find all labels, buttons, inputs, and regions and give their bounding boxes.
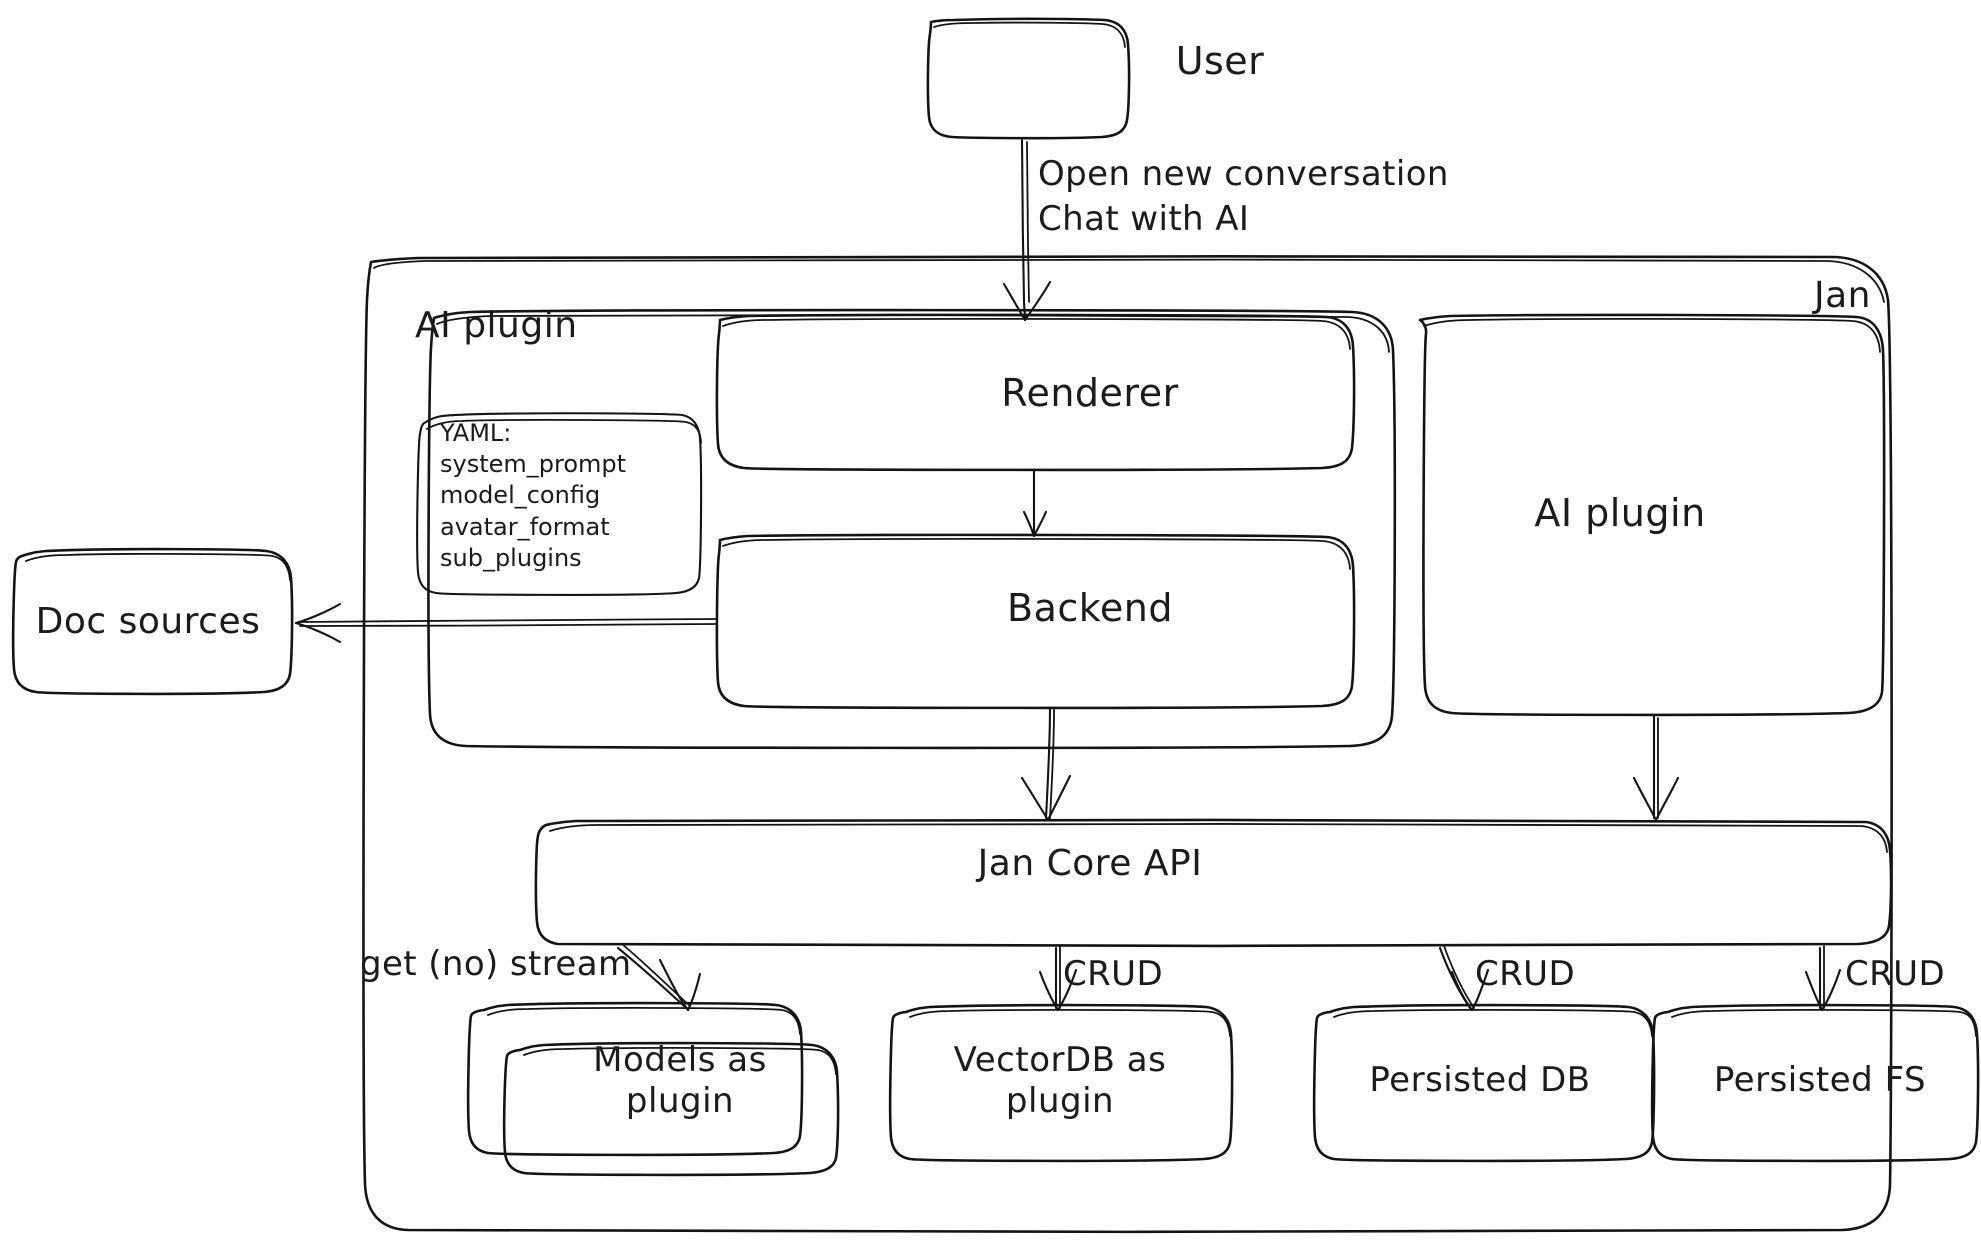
node-renderer[interactable] — [718, 315, 1355, 471]
node-vectordb-shape — [888, 1003, 1234, 1163]
edge-core-to-persisted-fs — [1804, 945, 1842, 1012]
edge-user-to-renderer — [1002, 138, 1052, 322]
node-ai-plugin-right-shape — [1418, 313, 1886, 717]
node-persisted-fs-shape — [1650, 1003, 1980, 1163]
node-doc-sources-shape — [11, 547, 294, 696]
edge-backend-to-doc-sources — [294, 602, 717, 644]
edge-core-to-models — [616, 943, 702, 1012]
edge-backend-to-core — [1020, 706, 1072, 822]
edge-core-to-vectordb — [1038, 945, 1078, 1012]
edge-ai-plugin-to-core — [1632, 714, 1680, 822]
node-yaml-note-shape — [416, 412, 703, 596]
node-backend[interactable] — [718, 535, 1355, 709]
node-doc-sources[interactable] — [13, 549, 292, 695]
edge-renderer-to-backend — [1022, 468, 1048, 538]
node-persisted-db-shape — [1312, 1003, 1656, 1163]
node-jan-core-api[interactable] — [536, 819, 1891, 947]
node-vectordb-plugin[interactable] — [890, 1005, 1232, 1162]
node-backend-shape — [715, 533, 1356, 710]
node-jan-core-api-shape — [534, 818, 1893, 948]
node-renderer-shape — [715, 313, 1356, 472]
node-user[interactable] — [929, 19, 1130, 139]
node-persisted-fs[interactable] — [1652, 1005, 1978, 1162]
node-models-inner-shape — [502, 1041, 840, 1177]
node-persisted-db[interactable] — [1314, 1005, 1654, 1162]
node-models-plugin[interactable] — [468, 1004, 839, 1175]
node-yaml-note[interactable] — [418, 414, 702, 596]
node-user-shape — [926, 17, 1131, 140]
group-jan-outline — [362, 255, 1893, 1234]
node-models-outer-shape — [466, 1001, 804, 1157]
node-ai-plugin-right[interactable] — [1424, 315, 1884, 715]
edge-core-to-persisted-db — [1438, 945, 1490, 1012]
